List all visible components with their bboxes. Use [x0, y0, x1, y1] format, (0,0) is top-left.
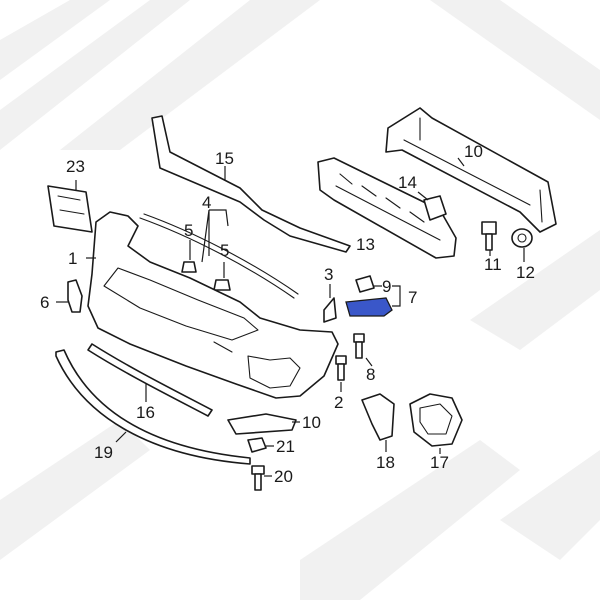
callout-20: 19 [94, 443, 113, 462]
clip-22 [247, 437, 274, 453]
callout-1: 1 [68, 249, 77, 268]
callout-5b: 5 [220, 241, 229, 260]
bracket-7-highlighted [345, 285, 401, 317]
clip-9 [355, 275, 382, 293]
absorber-14 [317, 157, 457, 259]
clip-5b [213, 262, 231, 291]
bracket-15 [417, 191, 447, 221]
lower-lip-20 [55, 349, 251, 465]
bolt-12 [481, 221, 497, 256]
callout-19: 18 [376, 453, 395, 472]
callout-10: 10 [302, 413, 321, 432]
callout-14: 13 [356, 235, 375, 254]
fastener-3 [323, 284, 337, 323]
callout-13: 12 [516, 263, 535, 282]
grille-strip-4 [139, 209, 299, 299]
callout-11: 10 [464, 142, 483, 161]
screw-8 [353, 333, 373, 367]
callout-18: 17 [430, 453, 449, 472]
callout-15: 14 [398, 173, 417, 192]
bolt-21 [251, 465, 272, 491]
bumper-cover-1 [86, 211, 339, 399]
callout-6: 6 [40, 293, 49, 312]
callout-4: 4 [202, 193, 211, 212]
callout-17: 16 [136, 403, 155, 422]
callout-3: 3 [324, 265, 333, 284]
clip-6 [56, 279, 83, 313]
nut-13 [511, 228, 533, 262]
callout-21: 20 [274, 467, 293, 486]
fog-bezel-18 [409, 393, 463, 454]
callout-labels: 23 15 10 14 13 4 5 5 1 11 12 3 9 7 6 8 2… [40, 142, 535, 486]
clip-5a [181, 240, 197, 273]
callout-5a: 5 [184, 221, 193, 240]
bracket-19 [361, 393, 395, 452]
callout-23: 23 [66, 157, 85, 176]
callout-2: 2 [334, 393, 343, 412]
callout-22: 21 [276, 437, 295, 456]
bracket-23 [47, 180, 93, 233]
callout-8: 8 [366, 365, 375, 384]
callout-7: 7 [408, 288, 417, 307]
reinforcement-beam-11 [385, 107, 557, 233]
upper-strip-16 [151, 115, 351, 253]
callout-9: 9 [382, 277, 391, 296]
callout-12: 11 [484, 255, 502, 274]
screw-2 [335, 355, 347, 392]
callout-16: 15 [215, 149, 234, 168]
bracket-10 [227, 413, 300, 435]
lower-strip-17 [87, 343, 213, 417]
